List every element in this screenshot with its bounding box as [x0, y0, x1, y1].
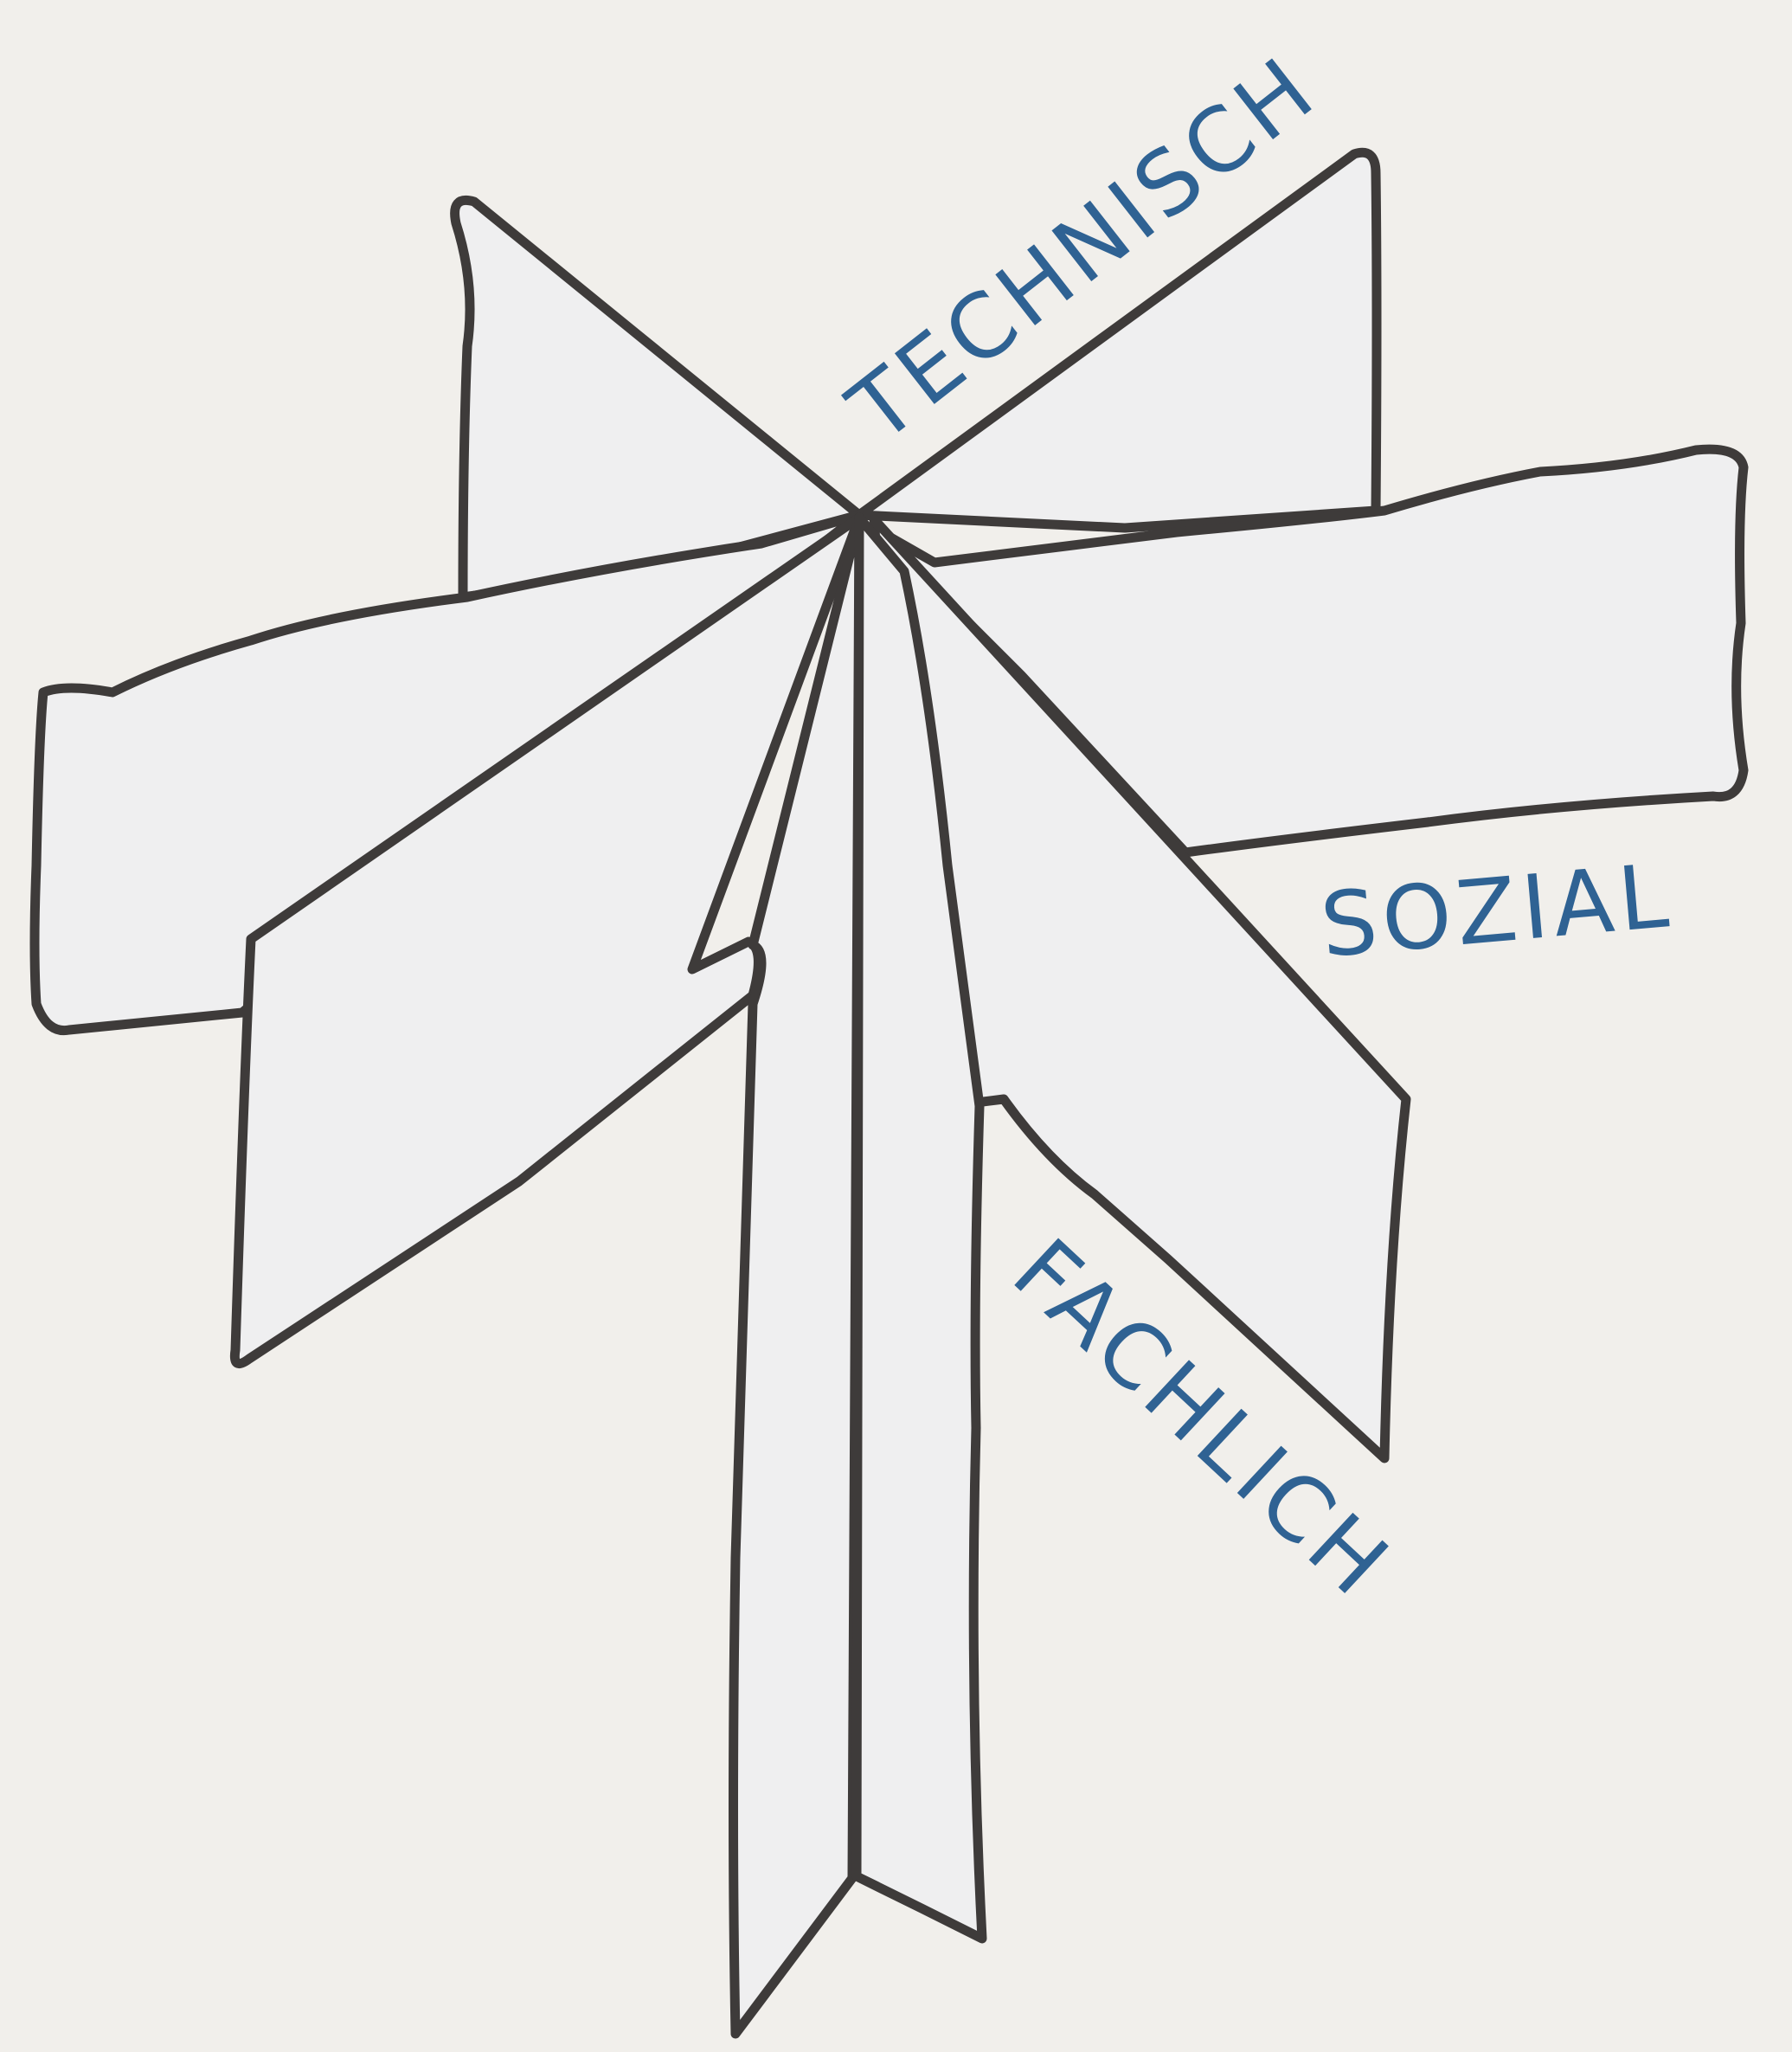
label-sozial: SOZIAL [1317, 845, 1677, 978]
